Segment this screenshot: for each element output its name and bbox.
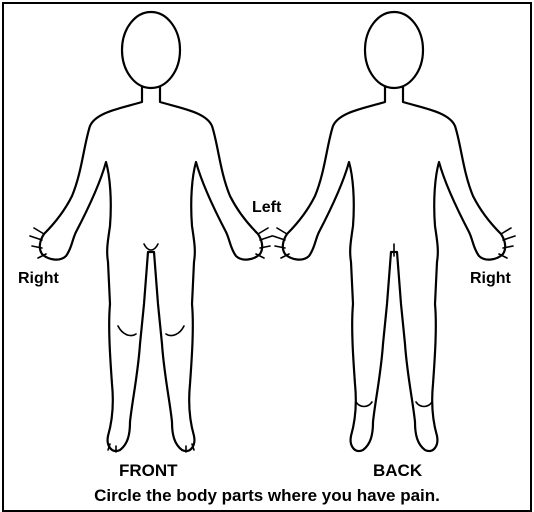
front-right-hand-fingers (30, 228, 46, 258)
front-right-knee (118, 326, 136, 336)
body-map-diagram (4, 4, 530, 510)
back-body-figure[interactable] (273, 12, 515, 451)
back-right-hand-fingers (499, 228, 515, 258)
front-view-label: FRONT (119, 462, 178, 479)
back-head[interactable] (365, 12, 423, 88)
front-body-outline[interactable] (40, 87, 262, 451)
front-body-figure[interactable] (30, 12, 272, 452)
front-left-knee (166, 326, 184, 336)
front-head[interactable] (122, 12, 180, 88)
left-label: Left (252, 200, 281, 216)
instruction-caption: Circle the body parts where you have pai… (4, 487, 530, 504)
front-right-label: Right (18, 271, 59, 287)
back-right-heel (416, 402, 432, 407)
front-groin (144, 244, 158, 250)
back-view-label: BACK (373, 462, 422, 479)
back-right-label: Right (470, 271, 511, 287)
front-left-hand-fingers (256, 228, 272, 258)
back-left-hand-fingers (273, 228, 289, 258)
back-left-heel (356, 402, 372, 407)
